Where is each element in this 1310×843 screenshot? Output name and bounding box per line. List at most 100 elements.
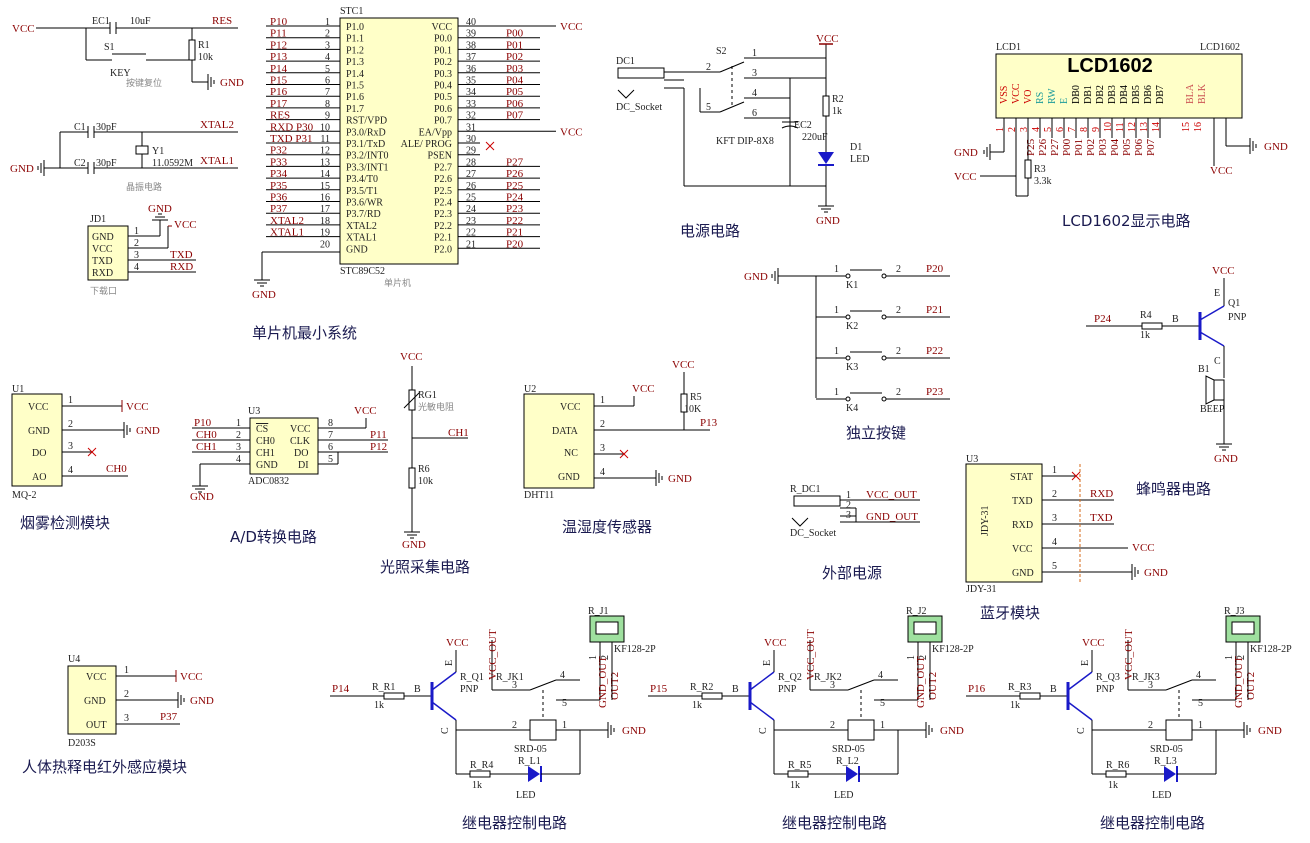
vcc-label: VCC	[816, 33, 839, 45]
pin-num: 3	[752, 68, 757, 79]
gnd-label: GND	[744, 271, 768, 283]
b-label: B	[732, 684, 739, 695]
pir-pin: OUT	[86, 720, 107, 731]
pin-num: 2	[512, 720, 517, 731]
pir-section-title: 人体热释电红外感应模块	[22, 758, 187, 776]
led-label: LED	[516, 790, 535, 801]
u1-ref: U1	[12, 384, 24, 395]
p37-net: P37	[160, 711, 178, 723]
mcu-net-right: P26	[506, 168, 524, 180]
c2-ref: C2	[74, 158, 86, 169]
pin-num: 5	[328, 454, 333, 465]
mcu-net-left: P37	[270, 203, 288, 215]
mcu-net-right: P04	[506, 75, 524, 87]
vcc-label: VCC	[764, 637, 787, 649]
u2-ref: U2	[524, 384, 536, 395]
ch0-net: CH0	[196, 429, 217, 441]
b1-part: BEEP	[1200, 404, 1225, 415]
adc-pin: DO	[294, 448, 308, 459]
pin-num: 1	[1224, 655, 1235, 660]
pin-num: 2	[896, 264, 901, 275]
adc-pin: CH0	[256, 436, 275, 447]
light-section-title: 光照采集电路	[380, 558, 470, 576]
e-label: E	[762, 660, 773, 666]
out2-label: OUT2	[609, 672, 621, 700]
mcu-pin-left: P3.2/INT0	[346, 151, 389, 162]
r6-ref: R6	[418, 464, 430, 475]
pin-num: 5	[706, 102, 711, 113]
vcc-label: VCC	[174, 219, 197, 231]
d1-led: LED	[850, 154, 869, 165]
p13-net: P13	[700, 417, 718, 429]
mcu-pin-right: P0.6	[434, 104, 452, 115]
pin-num: 8	[325, 99, 330, 110]
pin-num: 6	[752, 108, 757, 119]
pin-num: 11	[1115, 122, 1126, 132]
rxd-net: RXD	[1090, 488, 1113, 500]
adc-pin: CH1	[256, 448, 275, 459]
mcu-pin-right: P0.7	[434, 116, 452, 127]
mcu-net-left: RXD P30	[270, 121, 314, 133]
dht-section-title: 温湿度传感器	[562, 518, 652, 536]
lcd-pin: RW	[1047, 88, 1058, 104]
ext-power-section-title: 外部电源	[822, 564, 882, 582]
bt-part: JDY-31	[966, 584, 997, 595]
pir-sensor: U4 VCC GND OUT VCC GND P37 1 2 3 D203S 人…	[22, 654, 214, 776]
pin-num: 29	[466, 146, 476, 157]
lcd-pin: DB6	[1143, 85, 1154, 104]
vcc-label: VCC	[126, 401, 149, 413]
mcu-net-left: P10	[270, 16, 288, 28]
pin-num: 3	[236, 442, 241, 453]
pin-num: 2	[918, 655, 929, 660]
mcu-pin-right: P2.0	[434, 244, 452, 255]
mcu-net-right: P02	[506, 51, 523, 63]
mcu-pin-left: P3.5/T1	[346, 186, 378, 197]
mcu-pin-right: P0.0	[434, 34, 452, 45]
pin-num: 3	[1019, 127, 1030, 132]
pin-num: 28	[466, 157, 476, 168]
led-label: LED	[834, 790, 853, 801]
smoke-section-title: 烟雾检测模块	[20, 514, 110, 532]
pin-num: 4	[1196, 670, 1201, 681]
mq2-pin: VCC	[28, 402, 49, 413]
q1-type: PNP	[1228, 312, 1247, 323]
vcc-label: VCC	[400, 351, 423, 363]
mcu-net-right: P27	[506, 156, 524, 168]
mcu-pin-right: P2.5	[434, 186, 452, 197]
mcu-pin-left: P1.7	[346, 104, 364, 115]
vcc-label: VCC	[180, 671, 203, 683]
lcd-pin: VCC	[1011, 83, 1022, 104]
xtal2-net: XTAL2	[200, 119, 234, 131]
bt-ref: U3	[966, 454, 978, 465]
led-resistor-ref: R_R4	[470, 760, 493, 771]
pin-num: 16	[320, 193, 330, 204]
pin-num: 1	[995, 127, 1006, 132]
vcc-label: VCC	[1210, 165, 1233, 177]
relay-part: SRD-05	[514, 744, 547, 755]
lcd-pin: DB2	[1095, 85, 1106, 104]
rg1-ref: RG1	[418, 390, 437, 401]
s2-part: KFT DIP-8X8	[716, 136, 774, 147]
lcd-pin: VO	[1023, 90, 1034, 104]
crystal-note: 晶振电路	[126, 181, 162, 193]
buzzer-circuit: VCC P24 R4 1k B E C Q1 PNP B1 BEEP GND 蜂…	[1086, 265, 1247, 498]
pin-num: 3	[512, 680, 517, 691]
mcu-net-right: VCC	[560, 21, 583, 33]
mcu-net-right: P23	[506, 203, 524, 215]
adc-section-title: A/D转换电路	[230, 528, 317, 546]
gnd-label: GND	[252, 289, 276, 301]
mcu-net-left: P35	[270, 180, 288, 192]
transistor-type: PNP	[1096, 684, 1115, 695]
gnd-label: GND	[148, 203, 172, 215]
pin-num: 3	[1052, 513, 1057, 524]
mcu-pin-right: VCC	[431, 22, 452, 33]
pin-num: 33	[466, 99, 476, 110]
vcc-out-net: VCC_OUT	[1123, 629, 1135, 680]
relay-base-resistor: R_R1	[372, 682, 395, 693]
vcc-label: VCC	[632, 383, 655, 395]
pin-num: 3	[1148, 680, 1153, 691]
reset-circuit: VCC EC1 10uF S1 KEY 按键复位 R1 10k RES GND	[12, 15, 244, 91]
out2-label: OUT2	[927, 672, 939, 700]
led-label: LED	[1152, 790, 1171, 801]
p24-net: P24	[1094, 313, 1112, 325]
